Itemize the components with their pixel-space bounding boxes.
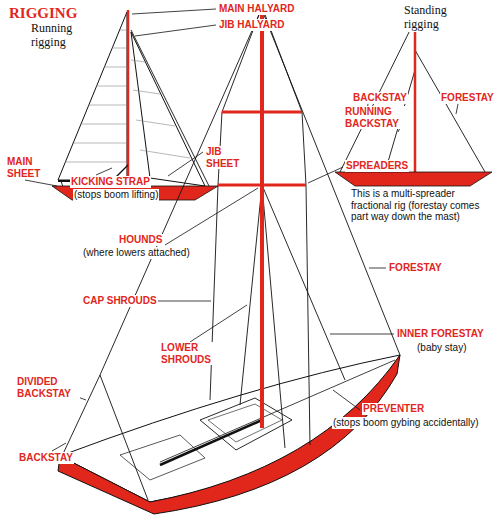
part-label: KICKING STRAP <box>70 176 151 188</box>
part-label: MAIN SHEET <box>6 156 48 179</box>
part-label: SPREADERS <box>345 160 409 172</box>
explanatory-note: This is a multi-spreader fractional rig … <box>350 188 497 223</box>
part-note: (baby stay) <box>416 342 467 354</box>
part-note: (stops boom lifting) <box>73 189 159 201</box>
section-note: Standing rigging <box>403 4 467 32</box>
part-label: RUNNING BACKSTAY <box>344 106 406 129</box>
part-label: FORESTAY <box>388 262 443 274</box>
part-label: MAIN HALYARD <box>218 3 295 15</box>
diagram-title: RIGGING <box>8 5 78 22</box>
part-label: LOWER SHROUDS <box>160 342 220 365</box>
part-label: HOUNDS <box>118 234 163 246</box>
part-label: BACKSTAY <box>18 452 74 464</box>
part-label: JIB SHEET <box>205 146 247 169</box>
part-note: (where lowers attached) <box>82 247 191 259</box>
part-label: INNER FORESTAY <box>396 328 485 340</box>
part-label: BACKSTAY <box>352 92 408 104</box>
part-note: (stops boom gybing accidentally) <box>332 417 480 429</box>
part-label: PREVENTER <box>362 403 425 415</box>
part-label: JIB HALYARD <box>218 19 285 31</box>
section-note: Running rigging <box>30 22 92 50</box>
part-label: DIVIDED BACKSTAY <box>16 376 80 399</box>
part-label: FORESTAY <box>440 92 495 104</box>
part-label: CAP SHROUDS <box>82 295 158 307</box>
